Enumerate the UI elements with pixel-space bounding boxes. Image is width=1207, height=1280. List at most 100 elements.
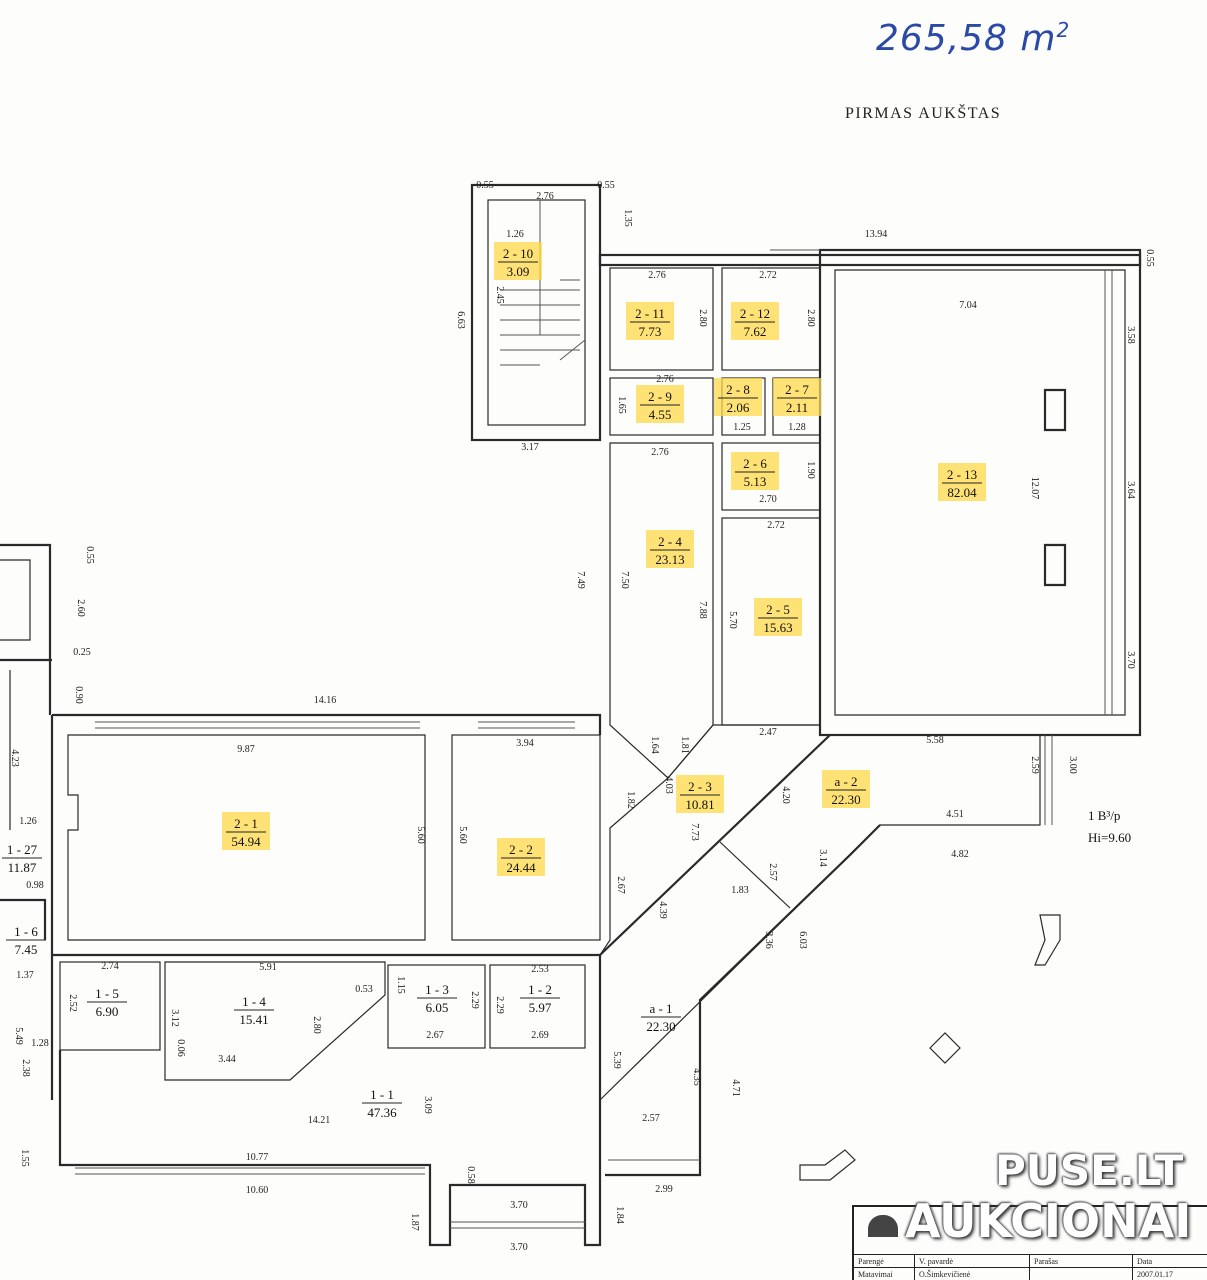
- dimension-label: 4.23: [9, 749, 20, 767]
- dimension-label: 1.65: [616, 396, 627, 414]
- dimension-label: 4.71: [730, 1079, 741, 1097]
- room-area: 2.11: [786, 400, 808, 415]
- dimension-label: 1.28: [31, 1038, 49, 1049]
- dimension-label: 2.72: [767, 520, 785, 531]
- header-prepared: Parengė: [854, 1255, 915, 1268]
- dimension-label: 3.17: [521, 442, 539, 453]
- room-label: 1 - 147.36: [362, 1087, 402, 1120]
- dimension-label: 14.16: [314, 695, 337, 706]
- dimension-label: 2.70: [759, 494, 777, 505]
- dimension-label: 3.12: [169, 1009, 180, 1027]
- dimension-label: 7.50: [619, 571, 630, 589]
- highlight-marker: [676, 775, 724, 813]
- dimension-label: 4.35: [691, 1068, 702, 1086]
- dimension-label: 1.26: [19, 816, 37, 827]
- room-label: 2 - 72.11: [773, 378, 821, 416]
- header-date: Data: [1133, 1255, 1207, 1268]
- total-area-value: 265,58 m: [876, 18, 1057, 59]
- dimension-label: 2.47: [759, 727, 777, 738]
- room-label: 1 - 36.05: [417, 982, 457, 1015]
- dimension-label: 2.67: [615, 876, 626, 894]
- dimension-label: 0.58: [465, 1166, 476, 1184]
- room-label: 2 - 127.62: [731, 302, 779, 340]
- dimension-label: 3.64: [1125, 481, 1136, 499]
- room-id: 2 - 9: [648, 389, 672, 404]
- room-id: 2 - 5: [766, 602, 790, 617]
- dimension-label: 2.67: [426, 1030, 444, 1041]
- dimension-label: 6.63: [455, 311, 466, 329]
- room-id: 1 - 27: [7, 842, 38, 857]
- dimension-label: 4.82: [951, 849, 969, 860]
- watermark-line2: AUKCIONAI: [905, 1194, 1192, 1248]
- room-id: 1 - 6: [14, 924, 38, 939]
- room-label: 2 - 310.81: [676, 775, 724, 813]
- dimension-label: 1.87: [409, 1213, 420, 1231]
- room-area: 82.04: [947, 485, 977, 500]
- dimension-label: 4.39: [657, 901, 668, 919]
- room-id: 2 - 13: [947, 467, 977, 482]
- room-id: 1 - 5: [95, 986, 119, 1001]
- dimension-label: 3.94: [516, 738, 534, 749]
- dimension-label: 0.55: [1144, 249, 1155, 267]
- room-area: 23.13: [655, 552, 684, 567]
- room-area: 7.45: [15, 942, 38, 957]
- highlight-marker: [646, 530, 694, 568]
- dimension-label: 13.94: [865, 229, 888, 240]
- room-id: 2 - 12: [740, 306, 770, 321]
- dimension-label: 3.58: [1125, 326, 1136, 344]
- floor-title: PIRMAS AUKŠTAS: [845, 105, 1002, 122]
- highlight-marker: [822, 770, 870, 808]
- title-block-row: Matavimai O.Šimkevičienė 2007.01.17: [854, 1267, 1207, 1280]
- dimension-label: 0.55: [84, 546, 95, 564]
- dimension-label: 7.04: [959, 300, 977, 311]
- dimension-label: 7.88: [697, 601, 708, 619]
- room-label: 2 - 515.63: [754, 598, 802, 636]
- room-id: 1 - 3: [425, 982, 449, 997]
- highlight-marker: [636, 385, 684, 423]
- room-label: 2 - 224.44: [497, 838, 545, 876]
- room-area: 22.30: [831, 792, 860, 807]
- cell-role: Matavimai: [854, 1268, 915, 1280]
- dimension-label: 5.91: [259, 962, 277, 973]
- room-label: 2 - 423.13: [646, 530, 694, 568]
- dimension-label: 1.90: [805, 461, 816, 479]
- room-label: 1 - 5 6.90: [87, 986, 127, 1019]
- walls: [0, 183, 1142, 1247]
- dimension-labels: 0.552.760.551.351.262.456.6313.940.552.7…: [9, 180, 1155, 1253]
- room-label: 1 - 415.41: [234, 994, 274, 1027]
- highlight-marker: [938, 463, 986, 501]
- dimension-label: 2.80: [311, 1016, 322, 1034]
- dimension-label: 3.44: [218, 1054, 236, 1065]
- room-area: 2.06: [727, 400, 750, 415]
- dimension-label: 0.06: [175, 1039, 186, 1057]
- dimension-label: 6.03: [797, 931, 808, 949]
- dimension-label: 2.29: [494, 996, 505, 1014]
- room-id: 1 - 4: [242, 994, 266, 1009]
- dimension-label: 5.49: [13, 1027, 24, 1045]
- dimension-label: 1.82: [625, 791, 636, 809]
- dimension-label: 2.52: [67, 994, 78, 1012]
- room-area: 6.90: [96, 1004, 119, 1019]
- room-id: 2 - 8: [726, 382, 750, 397]
- dimension-label: 4.51: [946, 809, 964, 820]
- dimension-label: 2.72: [759, 270, 777, 281]
- dimension-label: 3.70: [510, 1242, 528, 1253]
- room-id: 1 - 1: [370, 1087, 394, 1102]
- highlight-marker: [494, 242, 542, 280]
- room-id: a - 1: [649, 1001, 672, 1016]
- room-id: 2 - 10: [503, 246, 533, 261]
- dimension-label: 0.90: [73, 686, 84, 704]
- room-id: 1 - 2: [528, 982, 552, 997]
- room-area: 3.09: [507, 264, 530, 279]
- dimension-label: 2.80: [805, 309, 816, 327]
- dimension-label: 1.81: [679, 736, 690, 754]
- room-area: 11.87: [8, 860, 37, 875]
- dimension-label: 2.29: [469, 991, 480, 1009]
- room-area: 5.13: [744, 474, 767, 489]
- dimension-label: 0.98: [26, 880, 44, 891]
- room-id: 2 - 11: [635, 306, 665, 321]
- dimension-label: 2.76: [651, 447, 669, 458]
- dimension-label: 10.77: [246, 1152, 269, 1163]
- dimension-label: 1.84: [614, 1206, 625, 1224]
